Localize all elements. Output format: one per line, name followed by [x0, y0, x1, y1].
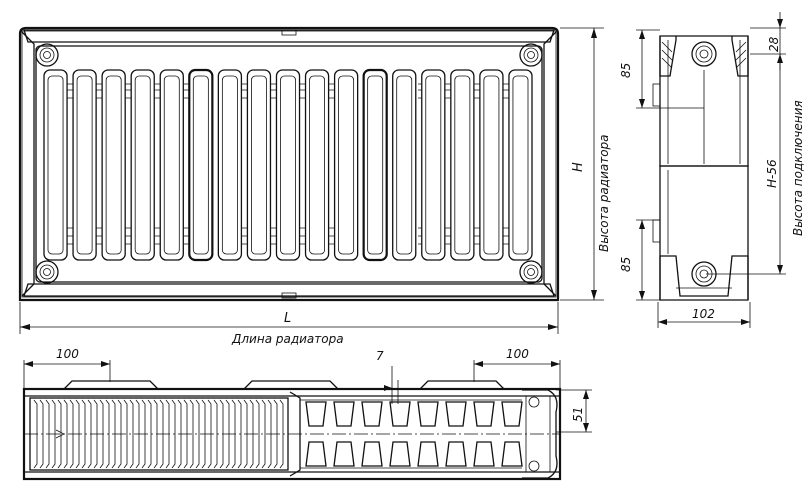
cutaway-channel [445, 401, 467, 427]
cutaway-channel [473, 401, 495, 427]
panel-channel-inner [309, 75, 325, 255]
dim-length: L Длина радиатора [19, 302, 559, 346]
cutaway-channel [473, 441, 495, 467]
dim-85-top: 85 [619, 29, 704, 109]
panel-channel-inner [396, 75, 413, 255]
top-view: 100 100 7 51 [22, 347, 592, 481]
dim-H56-label: H-56 [765, 159, 779, 188]
panel-channel-inner [76, 75, 93, 255]
cutaway-channel [417, 441, 439, 467]
dim-7-label: 7 [376, 349, 384, 363]
front-view: L Длина радиатора H Высота радиатора [18, 26, 611, 346]
cutaway-channel [305, 441, 327, 467]
dim-h56: H-56 Высота подключения [706, 54, 805, 275]
dim-51-label: 51 [571, 407, 585, 422]
cutaway-channel [361, 401, 383, 427]
panel-channel-inner [512, 75, 529, 255]
dim-100-left-label: 100 [56, 347, 79, 361]
side-view: 85 85 28 H-56 Высота подключения [619, 12, 805, 328]
dim-100-right: 100 [473, 347, 561, 388]
panel-channel-inner [163, 75, 180, 255]
connection-caption: Высота подключения [791, 100, 805, 236]
panel-channel-inner [47, 75, 64, 255]
dim-28: 28 [750, 12, 786, 70]
panel-channel-inner [454, 75, 471, 255]
panel-channel-inner [483, 75, 500, 255]
cutaway-channel [417, 401, 439, 427]
height-caption: Высота радиатора [597, 134, 611, 252]
cutaway-channel [501, 401, 523, 427]
dim-height: H Высота радиатора [560, 27, 611, 301]
cutaway-channel [333, 401, 355, 427]
fin [57, 399, 62, 469]
cutaway-channel [501, 441, 523, 467]
cutaway-channel [361, 441, 383, 467]
dim-28-label: 28 [767, 36, 781, 52]
dim-51: 51 [556, 389, 592, 433]
plug-bottom-left-icon [35, 260, 59, 284]
fin [255, 399, 260, 469]
fin [123, 399, 128, 469]
dim-85-bottom: 85 [619, 219, 660, 301]
panel-channel-inner [134, 75, 151, 255]
dim-102: 102 [657, 302, 751, 328]
plug-top-left-icon [35, 43, 59, 67]
cutaway-channels [289, 391, 523, 477]
plug-top-right-icon [519, 43, 543, 67]
dim-L-label: L [284, 311, 291, 326]
panel-channel-inner [251, 75, 267, 255]
dim-85-bottom-label: 85 [619, 257, 633, 272]
fin [129, 399, 134, 469]
length-caption: Длина радиатора [231, 332, 344, 346]
panel-channel-inner [425, 75, 442, 255]
dim-100-left: 100 [23, 347, 111, 388]
dim-102-label: 102 [692, 307, 715, 321]
fin [63, 399, 68, 469]
cutaway-channel [305, 401, 327, 427]
plug-bottom-right-icon [519, 260, 543, 284]
fin [261, 399, 266, 469]
panel-channel-inner [221, 75, 238, 255]
cutaway-channel [333, 441, 355, 467]
dim-H-label: H [571, 162, 586, 172]
panel-channel-inner [280, 75, 296, 255]
top-connection-icon [691, 41, 717, 67]
dim-100-right-label: 100 [506, 347, 529, 361]
panel-channels [43, 68, 533, 262]
fin [81, 399, 86, 469]
cutaway-edge [289, 391, 301, 477]
cutaway-channel [389, 401, 411, 427]
panel-channel-inner [105, 75, 122, 255]
dim-7: 7 [376, 349, 399, 404]
panel-channel-inner [192, 75, 209, 255]
fin [147, 399, 152, 469]
cutaway-channel [445, 441, 467, 467]
fin [195, 399, 200, 469]
cutaway-channel [389, 441, 411, 467]
dim-85-top-label: 85 [619, 63, 633, 78]
panel-channel-inner [338, 75, 355, 255]
fin [213, 399, 218, 469]
panel-channel-inner [367, 75, 384, 255]
fin [189, 399, 194, 469]
fin [279, 399, 284, 469]
